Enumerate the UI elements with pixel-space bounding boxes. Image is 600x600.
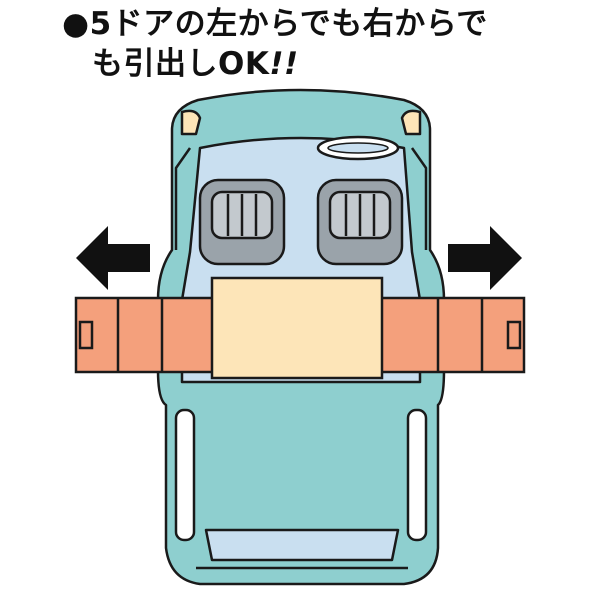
center-panel	[210, 276, 384, 380]
caption: ●5ドアの左からでも右からで も引出しOK!!	[62, 4, 582, 84]
bullet-icon: ●	[62, 6, 90, 42]
caption-line-2: も引出しOK!!	[92, 46, 299, 82]
steering-wheel-icon	[316, 135, 400, 161]
arrow-left-icon	[76, 226, 150, 290]
caption-line-1: ●5ドアの左からでも右からで	[62, 6, 488, 42]
exclamation-mark: !!	[269, 46, 299, 82]
arrow-right-icon	[448, 226, 522, 290]
front-seat-left	[198, 178, 286, 266]
front-seat-right	[316, 178, 404, 266]
